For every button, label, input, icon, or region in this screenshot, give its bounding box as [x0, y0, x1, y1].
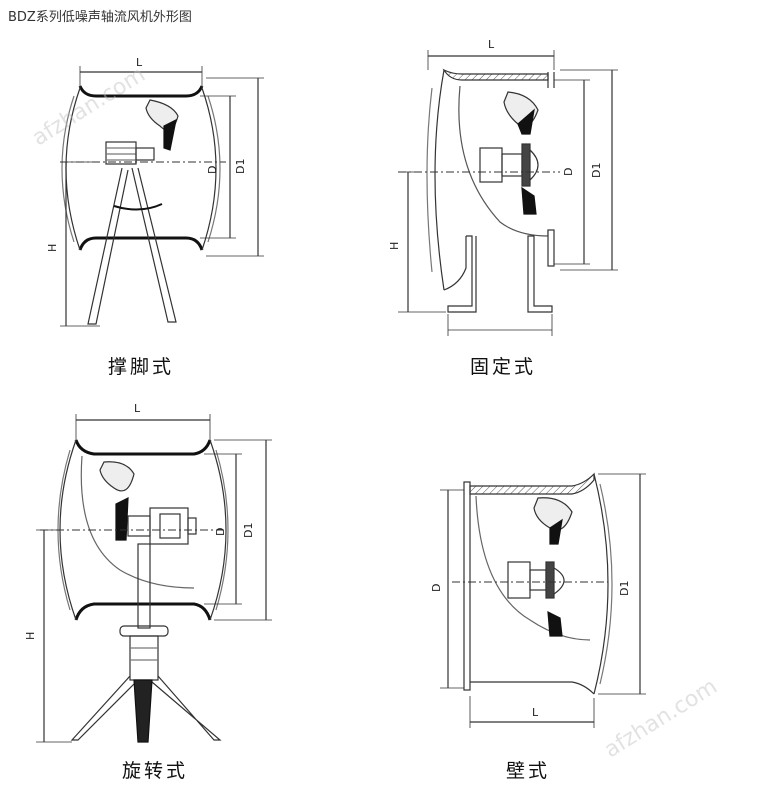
page-title: BDZ系列低噪声轴流风机外形图 — [8, 10, 192, 25]
dim-label-diameter-2: D — [562, 168, 575, 176]
dim-label-outer-diameter-3: D1 — [242, 523, 255, 538]
caption-swivel: 旋转式 — [122, 760, 189, 782]
dim-label-outer-diameter-4: D1 — [618, 581, 631, 596]
drawing-fixed: L D D1 H — [388, 38, 618, 336]
caption-wall: 壁式 — [506, 760, 551, 782]
drawing-brace-leg: L D D1 H — [46, 56, 264, 327]
dim-label-length-1: L — [136, 56, 143, 69]
dim-label-diameter-4: D — [430, 584, 443, 592]
dim-label-height-3: H — [24, 632, 37, 640]
dim-label-diameter-3: D — [214, 528, 227, 536]
dim-label-outer-diameter-2: D1 — [590, 163, 603, 178]
dim-label-length-3: L — [134, 402, 141, 415]
dim-label-length-4: L — [532, 706, 539, 719]
dim-label-length-2: L — [488, 38, 495, 51]
drawing-wall: D D1 L — [430, 472, 646, 728]
dim-label-diameter-1: D — [206, 166, 219, 174]
dim-label-outer-diameter-1: D1 — [234, 159, 247, 174]
drawing-swivel: L D D1 H — [24, 402, 272, 743]
caption-brace-leg: 撑脚式 — [108, 356, 175, 378]
dim-label-height-2: H — [388, 242, 401, 250]
caption-fixed: 固定式 — [470, 356, 537, 378]
dim-label-height-1: H — [46, 244, 59, 252]
